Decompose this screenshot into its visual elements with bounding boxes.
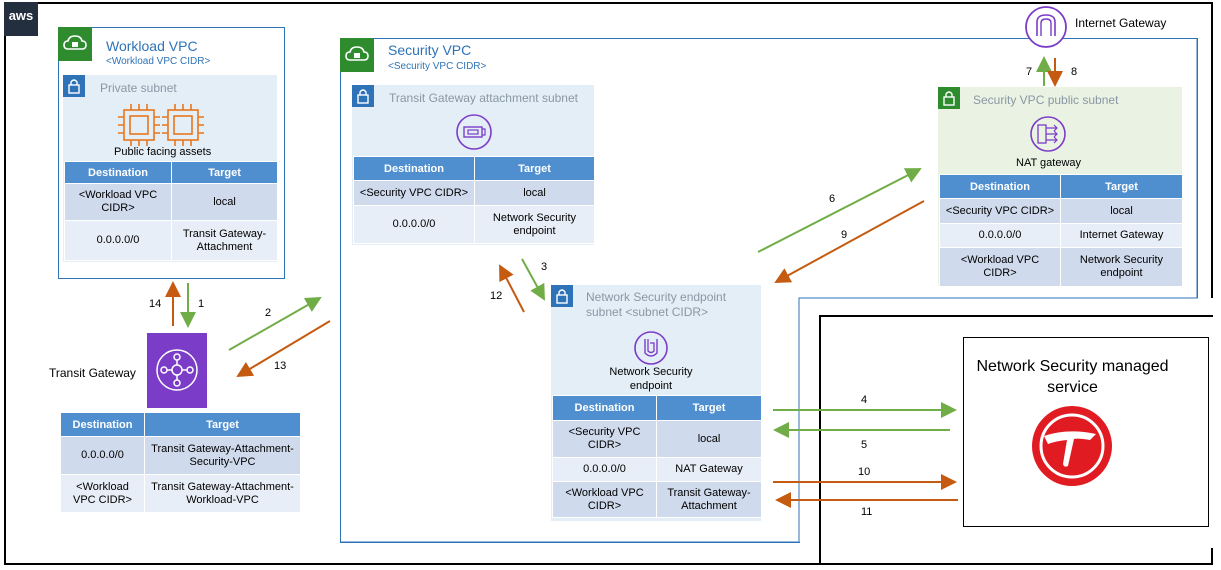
table-cell: <Workload VPC CIDR> (552, 481, 657, 518)
endpoint-subnet-title: Network Security endpoint subnet <subnet… (586, 290, 727, 319)
flow-number-3: 3 (541, 261, 548, 273)
managed-service-title: Network Security managed service (976, 358, 1169, 396)
flow-number-14: 14 (149, 298, 162, 310)
flow-arrow-13 (236, 320, 331, 378)
table-cell: Network Security endpoint (474, 205, 595, 244)
column-header: Target (171, 161, 278, 184)
flow-arrow-3 (521, 258, 545, 301)
table-cell: local (171, 183, 278, 221)
flow-number-9: 9 (841, 229, 848, 241)
column-header: Target (144, 412, 301, 437)
flow-number-12: 12 (490, 290, 503, 302)
column-header: Destination (64, 161, 172, 184)
private-subnet-title: Private subnet (100, 81, 177, 95)
table-cell: local (1060, 198, 1183, 224)
internet-gateway-icon (1025, 6, 1067, 48)
flow-number-7: 7 (1026, 66, 1033, 78)
flow-arrow-2 (228, 297, 322, 351)
vpc-cloud-icon (340, 38, 374, 72)
aws-cloud-boundary (4, 2, 1213, 565)
vpc-cloud-icon (58, 27, 92, 61)
table-cell: Internet Gateway (1060, 223, 1183, 248)
public-facing-assets-label: Public facing assets (114, 146, 212, 158)
flow-number-11: 11 (861, 506, 873, 518)
column-header: Destination (60, 412, 145, 437)
workload-vpc-title: Workload VPC (106, 38, 198, 54)
table-cell: <Security VPC CIDR> (552, 420, 657, 458)
table-cell: local (474, 180, 595, 206)
security-vpc-title: Security VPC (388, 42, 472, 58)
table-cell: 0.0.0.0/0 (64, 220, 172, 261)
table-cell: <Workload VPC CIDR> (64, 183, 172, 221)
public-subnet-title: Security VPC public subnet (973, 93, 1119, 107)
column-header: Target (1060, 174, 1183, 199)
table-cell: NAT Gateway (656, 457, 762, 482)
transit-gateway-label: Transit Gateway (49, 366, 136, 380)
flow-number-13: 13 (274, 360, 287, 372)
table-cell: local (656, 420, 762, 458)
lock-icon (938, 87, 960, 109)
column-header: Destination (353, 156, 475, 181)
network-security-endpoint-icon (634, 331, 668, 365)
table-cell: <Workload VPC CIDR> (939, 247, 1061, 287)
flow-arrow-6 (757, 168, 922, 253)
flow-arrow-12 (499, 264, 525, 313)
flow-number-8: 8 (1071, 66, 1078, 78)
table-cell: Transit Gateway-Attachment (656, 481, 762, 518)
lock-icon (63, 75, 85, 97)
column-header: Target (474, 156, 595, 181)
nat-gateway-label: NAT gateway (1016, 157, 1082, 169)
lock-icon (352, 85, 374, 107)
trend-micro-logo-icon (1032, 406, 1112, 486)
table-cell: 0.0.0.0/0 (552, 457, 657, 482)
table-cell: Network Security endpoint (1060, 247, 1183, 287)
table-cell: Transit Gateway-Attachment (171, 220, 278, 261)
workload-vpc-cidr: <Workload VPC CIDR> (106, 56, 211, 67)
flow-number-10: 10 (858, 466, 871, 478)
flow-number-6: 6 (829, 193, 836, 205)
flow-number-2: 2 (265, 307, 272, 319)
network-interface-icon (456, 114, 492, 150)
transit-gateway-icon (147, 333, 207, 408)
ec2-instance-icons (118, 104, 204, 146)
security-vpc-cidr: <Security VPC CIDR> (388, 61, 487, 72)
lock-icon (551, 285, 573, 307)
flow-number-1: 1 (198, 298, 205, 310)
column-header: Target (656, 395, 762, 421)
flow-number-4: 4 (861, 394, 868, 406)
tgw-attachment-subnet-title: Transit Gateway attachment subnet (389, 91, 578, 105)
network-security-endpoint-label: Network Security endpoint (609, 366, 693, 392)
table-cell: 0.0.0.0/0 (353, 205, 475, 244)
internet-gateway-label: Internet Gateway (1075, 16, 1167, 30)
flow-number-5: 5 (861, 439, 868, 451)
flow-arrow-9 (774, 200, 925, 283)
aws-logo: aws (4, 2, 38, 36)
table-cell: Transit Gateway-Attachment-Workload-VPC (144, 474, 301, 513)
table-cell: 0.0.0.0/0 (939, 223, 1061, 248)
nat-gateway-icon (1030, 116, 1066, 152)
